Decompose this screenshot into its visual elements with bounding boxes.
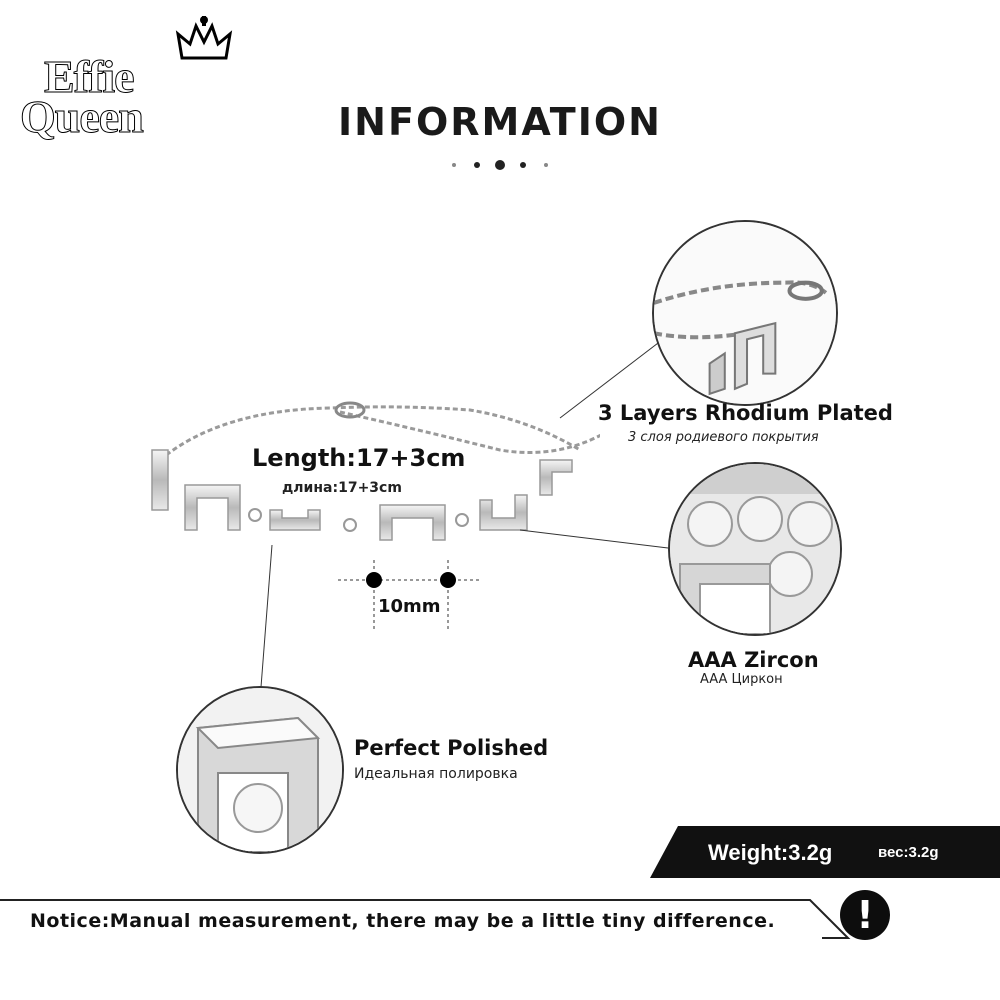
dot [544,163,548,167]
notice-frame [0,899,900,945]
crown-icon [175,16,233,60]
dot [495,160,505,170]
polished-closeup-circle [176,686,344,854]
feature-subtitle-rhodium: 3 слоя родиевого покрытия [628,430,819,445]
dot [474,162,480,168]
feature-title-rhodium: 3 Layers Rhodium Plated [598,401,893,425]
weight-label-ru: вес:3.2g [878,844,939,861]
page-title: INFORMATION [338,100,662,144]
polished-closeup-icon [178,688,342,852]
zircon-closeup-icon [670,464,840,634]
brand-logo: Effie Queen [14,14,244,144]
feature-subtitle-polished: Идеальная полировка [354,766,518,782]
chain-closeup-circle [652,220,838,406]
zircon-closeup-circle [668,462,842,636]
title-dots [440,158,560,172]
feature-title-polished: Perfect Polished [354,736,549,760]
length-label-ru: длина:17+3cm [282,480,402,496]
width-measure-marker [338,560,482,630]
feature-title-zircon: AAA Zircon [688,648,819,672]
chain-closeup-icon [654,222,836,404]
width-label: 10mm [378,596,441,617]
dot [520,162,526,168]
brand-line1: Effie [44,51,136,102]
weight-label: Weight:3.2g [708,840,833,865]
brand-line2: Queen [20,91,145,142]
notice-text: Notice:Manual measurement, there may be … [30,910,776,932]
bracelet-image [151,401,600,541]
dot [452,163,456,167]
exclamation-icon: ! [840,890,890,940]
weight-banner [650,826,1000,878]
length-label: Length:17+3cm [252,444,466,472]
feature-subtitle-zircon: AAA Циркон [700,672,783,687]
